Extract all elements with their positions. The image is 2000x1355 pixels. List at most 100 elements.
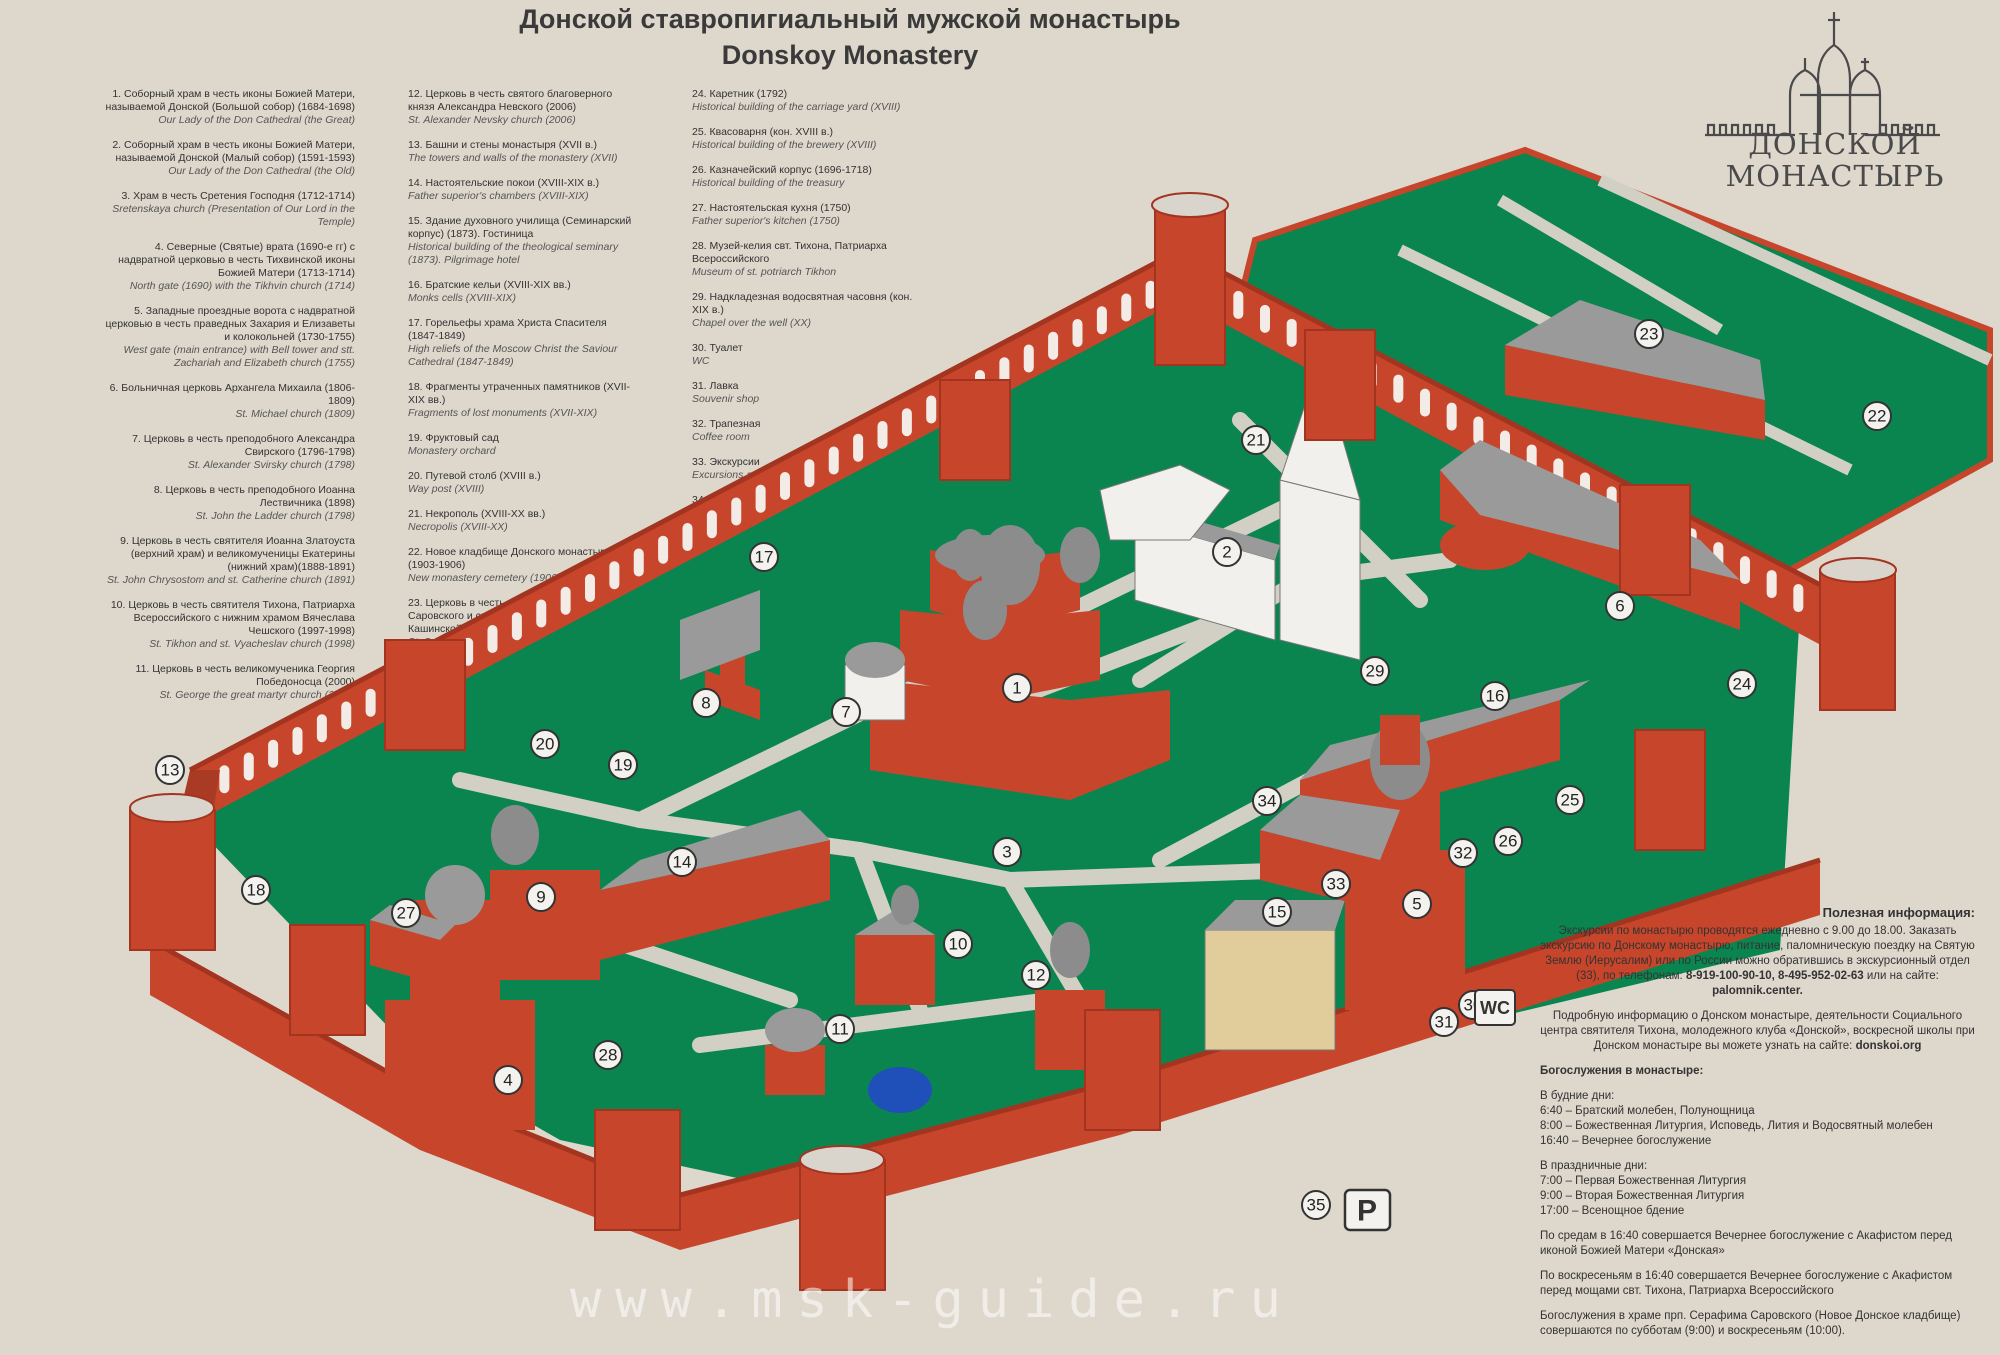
map-marker-19: 19 bbox=[608, 750, 638, 780]
legend-item-ru: 28. Музей-келия свт. Тихона, Патриарха В… bbox=[692, 240, 887, 265]
map-marker-21: 21 bbox=[1241, 425, 1271, 455]
legend-item-ru: 11. Церковь в честь великомученика Георг… bbox=[135, 663, 355, 688]
legend-item-ru: 19. Фруктовый сад bbox=[408, 432, 499, 444]
title-ru: Донской ставропигиальный мужской монасты… bbox=[519, 4, 1181, 34]
map-marker-9: 9 bbox=[526, 882, 556, 912]
weekdays-entry: 6:40 – Братский молебен, Полунощница bbox=[1540, 1105, 1755, 1117]
info-panel: Полезная информация: Экскурсии по монаст… bbox=[1540, 905, 1975, 1339]
legend-item-ru: 5. Западные проездные ворота с надвратно… bbox=[105, 305, 356, 343]
legend-item-ru: 24. Каретник (1792) bbox=[692, 88, 788, 100]
legend-item-en: St. John Chrysostom and st. Catherine ch… bbox=[106, 574, 355, 586]
map-marker-13: 13 bbox=[155, 755, 185, 785]
parking-sign: P bbox=[1343, 1188, 1392, 1232]
legend-item-en: Chapel over the well (XX) bbox=[692, 317, 812, 329]
map-marker-label: 32 bbox=[1454, 844, 1473, 863]
legend-item-en: St. Alexander Nevsky church (2006) bbox=[408, 114, 576, 126]
legend-item-ru: 20. Путевой столб (XVIII в.) bbox=[408, 470, 541, 482]
map-marker-label: 6 bbox=[1615, 597, 1624, 616]
legend-item: 18. Фрагменты утраченных памятников (XVI… bbox=[408, 381, 638, 420]
great-cathedral bbox=[870, 680, 1170, 800]
legend-item-ru: 29. Надкладезная водосвятная часовня (ко… bbox=[692, 291, 913, 316]
towers bbox=[129, 192, 1897, 1291]
legend-item: 10. Церковь в честь святителя Тихона, Па… bbox=[105, 599, 355, 651]
map-marker-26: 26 bbox=[1493, 826, 1523, 856]
map-marker-label: 20 bbox=[536, 735, 555, 754]
map-marker-label: 31 bbox=[1435, 1013, 1454, 1032]
holidays-entry: 9:00 – Вторая Божественная Литургия bbox=[1540, 1190, 1745, 1202]
map-marker-15: 15 bbox=[1262, 897, 1292, 927]
legend-item: 25. Квасоварня (кон. XVIII в.)Historical… bbox=[692, 126, 922, 152]
map-marker-label: 11 bbox=[831, 1020, 849, 1039]
holidays-heading: В праздничные дни: bbox=[1540, 1160, 1648, 1172]
map-marker-label: 34 bbox=[1258, 792, 1277, 811]
legend-item: 3. Храм в честь Сретения Господня (1712-… bbox=[105, 190, 355, 229]
map-marker-14: 14 bbox=[667, 847, 697, 877]
weekdays-heading: В будние дни: bbox=[1540, 1090, 1615, 1102]
info-site2: donskoi.org bbox=[1855, 1040, 1922, 1052]
weekdays-entry: 8:00 – Божественная Литургия, Исповедь, … bbox=[1540, 1120, 1933, 1132]
map-marker-label: 17 bbox=[755, 548, 774, 567]
map-marker-label: 26 bbox=[1499, 832, 1518, 851]
legend-item-ru: 10. Церковь в честь святителя Тихона, Па… bbox=[110, 599, 355, 637]
map-marker-label: 13 bbox=[161, 761, 180, 780]
map-marker-label: 24 bbox=[1733, 675, 1752, 694]
wc-label: WC bbox=[1480, 998, 1510, 1018]
legend-item-en: Monks cells (XVIII-XIX) bbox=[408, 292, 516, 304]
info-phones: 8-919-100-90-10, 8-495-952-02-63 bbox=[1685, 970, 1864, 982]
services-heading: Богослужения в монастыре: bbox=[1540, 1065, 1704, 1077]
map-marker-label: 22 bbox=[1868, 407, 1887, 426]
legend-item-en: The towers and walls of the monastery (X… bbox=[408, 152, 618, 164]
map-marker-label: 16 bbox=[1486, 687, 1505, 706]
map-marker-label: 1 bbox=[1012, 679, 1021, 698]
info-sun: По воскресеньям в 16:40 совершается Вече… bbox=[1540, 1270, 1953, 1297]
map-marker-label: 12 bbox=[1027, 966, 1046, 985]
legend-item-ru: 31. Лавка bbox=[692, 380, 739, 392]
map-marker-12: 12 bbox=[1021, 960, 1051, 990]
logo-text: ДОНСКОЙ МОНАСТЫРЬ bbox=[1715, 128, 1955, 192]
map-marker-3: 3 bbox=[992, 837, 1022, 867]
map-marker-28: 28 bbox=[593, 1040, 623, 1070]
legend-item-en: Way post (XVIII) bbox=[408, 483, 485, 495]
map-marker-label: 14 bbox=[673, 853, 692, 872]
legend-item-ru: 4. Северные (Святые) врата (1690-е гг) с… bbox=[118, 241, 355, 279]
legend-item: 6. Больничная церковь Архангела Михаила … bbox=[105, 382, 355, 421]
legend-item-en: Our Lady of the Don Cathedral (the Old) bbox=[168, 165, 355, 177]
legend-item: 7. Церковь в честь преподобного Александ… bbox=[105, 433, 355, 472]
legend-item: 22. Новое кладбище Донского монастыря (1… bbox=[408, 546, 638, 585]
legend-item: 27. Настоятельская кухня (1750)Father su… bbox=[692, 202, 922, 228]
map-marker-label: 7 bbox=[841, 703, 850, 722]
legend-item-ru: 17. Горельефы храма Христа Спасителя (18… bbox=[408, 317, 607, 342]
map-marker-22: 22 bbox=[1862, 401, 1892, 431]
legend-item-en: Our Lady of the Don Cathedral (the Great… bbox=[158, 114, 355, 126]
legend-item-en: Sretenskaya church (Presentation of Our … bbox=[112, 203, 355, 228]
legend-item: 2. Соборный храм в честь иконы Божией Ма… bbox=[105, 139, 355, 178]
info-p1: Экскурсии по монастырю проводятся ежедне… bbox=[1540, 925, 1975, 982]
map-marker-label: 29 bbox=[1366, 662, 1385, 681]
map-marker-7: 7 bbox=[831, 697, 861, 727]
legend-item: 15. Здание духовного училища (Семинарски… bbox=[408, 215, 638, 267]
map-marker-24: 24 bbox=[1727, 669, 1757, 699]
legend-item-en: WC bbox=[692, 355, 710, 367]
map-marker-20: 20 bbox=[530, 729, 560, 759]
legend-item: 16. Братские кельи (XVIII-XIX вв.)Monks … bbox=[408, 279, 638, 305]
map-marker-2: 2 bbox=[1212, 537, 1242, 567]
legend-item-en: High reliefs of the Moscow Christ the Sa… bbox=[408, 343, 618, 368]
info-about-text: Подробную информацию о Донском монастыре… bbox=[1540, 1009, 1975, 1054]
map-marker-label: 27 bbox=[397, 904, 416, 923]
legend-item-en: St. Tikhon and st. Vyacheslav church (19… bbox=[149, 638, 355, 650]
map-marker-35: 35 bbox=[1301, 1190, 1331, 1220]
map-marker-33: 33 bbox=[1321, 869, 1351, 899]
map-marker-label: 23 bbox=[1640, 325, 1659, 344]
legend-item-ru: 25. Квасоварня (кон. XVIII в.) bbox=[692, 126, 834, 138]
legend-item-ru: 7. Церковь в честь преподобного Александ… bbox=[132, 433, 355, 458]
info-p2: Подробную информацию о Донском монастыре… bbox=[1540, 1010, 1975, 1052]
map-marker-label: 15 bbox=[1268, 903, 1287, 922]
parking-label: P bbox=[1357, 1195, 1377, 1228]
legend-column-3: 24. Каретник (1792)Historical building o… bbox=[692, 88, 922, 570]
map-marker-27: 27 bbox=[391, 898, 421, 928]
title-en: Donskoy Monastery bbox=[721, 40, 979, 70]
south-east-wall bbox=[680, 860, 1820, 1250]
